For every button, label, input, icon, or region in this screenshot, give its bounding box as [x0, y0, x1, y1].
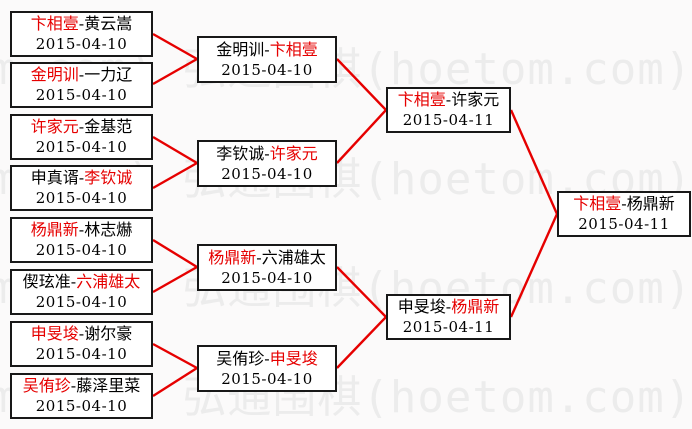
player-name: 申旻埈	[269, 348, 318, 368]
match-r16-5: 杨鼎新-林志爀 2015-04-10	[10, 217, 153, 263]
match-players: 偰玹准-六浦雄太	[12, 271, 151, 292]
dash-separator: -	[264, 143, 270, 163]
player-name: 卞相壹	[269, 39, 318, 59]
player-name: 申旻埈	[30, 324, 79, 343]
match-players: 杨鼎新-林志爀	[12, 219, 151, 240]
dash-separator: -	[78, 220, 85, 239]
player-name: 许家元	[269, 143, 318, 163]
match-r16-7: 申旻埈-谢尔豪 2015-04-10	[10, 321, 153, 367]
player-name: 杨鼎新	[208, 247, 257, 267]
match-sf-1: 卞相壹-许家元 2015-04-11	[386, 87, 511, 133]
player-name: 林志爀	[84, 220, 133, 239]
player-name: 六浦雄太	[261, 247, 326, 267]
match-r16-4: 申真谞-李钦诚 2015-04-10	[10, 165, 153, 211]
match-date: 2015-04-10	[221, 369, 313, 388]
match-date: 2015-04-10	[35, 345, 128, 363]
match-players: 金明训-卞相壹	[199, 39, 335, 60]
match-qf-4: 吴侑珍-申旻埈 2015-04-10	[197, 345, 337, 392]
player-name: 卞相壹	[30, 14, 79, 33]
match-date: 2015-04-11	[578, 215, 670, 233]
player-name: 杨鼎新	[30, 220, 79, 239]
dash-separator: -	[264, 39, 270, 59]
match-date: 2015-04-10	[35, 293, 128, 311]
player-name: 卞相壹	[397, 90, 446, 109]
match-players: 吴侑珍-申旻埈	[199, 348, 335, 369]
match-players: 申旻埈-杨鼎新	[388, 296, 509, 317]
player-name: 李钦诚	[84, 168, 133, 187]
match-r16-6: 偰玹准-六浦雄太 2015-04-10	[10, 269, 153, 315]
match-date: 2015-04-10	[35, 397, 128, 415]
match-players: 申真谞-李钦诚	[12, 167, 151, 188]
match-players: 金明训-一力辽	[12, 64, 151, 85]
player-name: 金明训	[30, 65, 79, 84]
match-date: 2015-04-10	[35, 189, 128, 207]
dash-separator: -	[78, 168, 85, 187]
match-players: 卞相壹-许家元	[388, 89, 509, 110]
dash-separator: -	[445, 297, 452, 316]
player-name: 吴侑珍	[22, 376, 71, 395]
match-players: 许家元-金基范	[12, 116, 151, 137]
match-date: 2015-04-11	[402, 318, 495, 336]
match-date: 2015-04-10	[35, 35, 128, 53]
match-date: 2015-04-10	[221, 60, 313, 79]
player-name: 卞相壹	[573, 194, 622, 213]
match-date: 2015-04-11	[402, 111, 495, 129]
match-players: 杨鼎新-六浦雄太	[199, 247, 335, 268]
dash-separator: -	[78, 65, 85, 84]
match-r16-1: 卞相壹-黄云嵩 2015-04-10	[10, 11, 153, 57]
player-name: 偰玹准	[22, 272, 71, 291]
match-r16-2: 金明训-一力辽 2015-04-10	[10, 62, 153, 108]
match-players: 申旻埈-谢尔豪	[12, 323, 151, 344]
player-name: 杨鼎新	[451, 297, 500, 316]
dash-separator: -	[78, 324, 85, 343]
match-players: 卞相壹-黄云嵩	[12, 13, 151, 34]
match-date: 2015-04-10	[35, 86, 128, 104]
match-final: 卞相壹-杨鼎新 2015-04-11	[557, 191, 691, 237]
player-name: 李钦诚	[216, 143, 265, 163]
dash-separator: -	[256, 247, 262, 267]
player-name: 金明训	[216, 39, 265, 59]
player-name: 杨鼎新	[626, 194, 675, 213]
player-name: 金基范	[84, 117, 133, 136]
player-name: 申旻埈	[397, 297, 446, 316]
match-date: 2015-04-10	[221, 164, 313, 183]
dash-separator: -	[70, 376, 77, 395]
player-name: 许家元	[451, 90, 500, 109]
match-players: 李钦诚-许家元	[199, 143, 335, 164]
player-name: 一力辽	[84, 65, 133, 84]
match-qf-3: 杨鼎新-六浦雄太 2015-04-10	[197, 244, 337, 291]
match-date: 2015-04-10	[35, 241, 128, 259]
match-qf-1: 金明训-卞相壹 2015-04-10	[197, 36, 337, 83]
match-players: 吴侑珍-藤泽里菜	[12, 375, 151, 396]
player-name: 谢尔豪	[84, 324, 133, 343]
match-sf-2: 申旻埈-杨鼎新 2015-04-11	[386, 294, 511, 340]
dash-separator: -	[70, 272, 77, 291]
dash-separator: -	[621, 194, 627, 213]
player-name: 吴侑珍	[216, 348, 265, 368]
player-name: 黄云嵩	[84, 14, 133, 33]
match-players: 卞相壹-杨鼎新	[559, 193, 689, 214]
match-date: 2015-04-10	[221, 268, 313, 287]
dash-separator: -	[78, 14, 85, 33]
match-r16-8: 吴侑珍-藤泽里菜 2015-04-10	[10, 373, 153, 419]
player-name: 六浦雄太	[76, 272, 141, 291]
dash-separator: -	[78, 117, 85, 136]
player-name: 申真谞	[30, 168, 79, 187]
match-qf-2: 李钦诚-许家元 2015-04-10	[197, 140, 337, 187]
dash-separator: -	[445, 90, 452, 109]
player-name: 许家元	[30, 117, 79, 136]
match-date: 2015-04-10	[35, 138, 128, 156]
dash-separator: -	[264, 348, 270, 368]
match-r16-3: 许家元-金基范 2015-04-10	[10, 114, 153, 160]
player-name: 藤泽里菜	[76, 376, 141, 395]
